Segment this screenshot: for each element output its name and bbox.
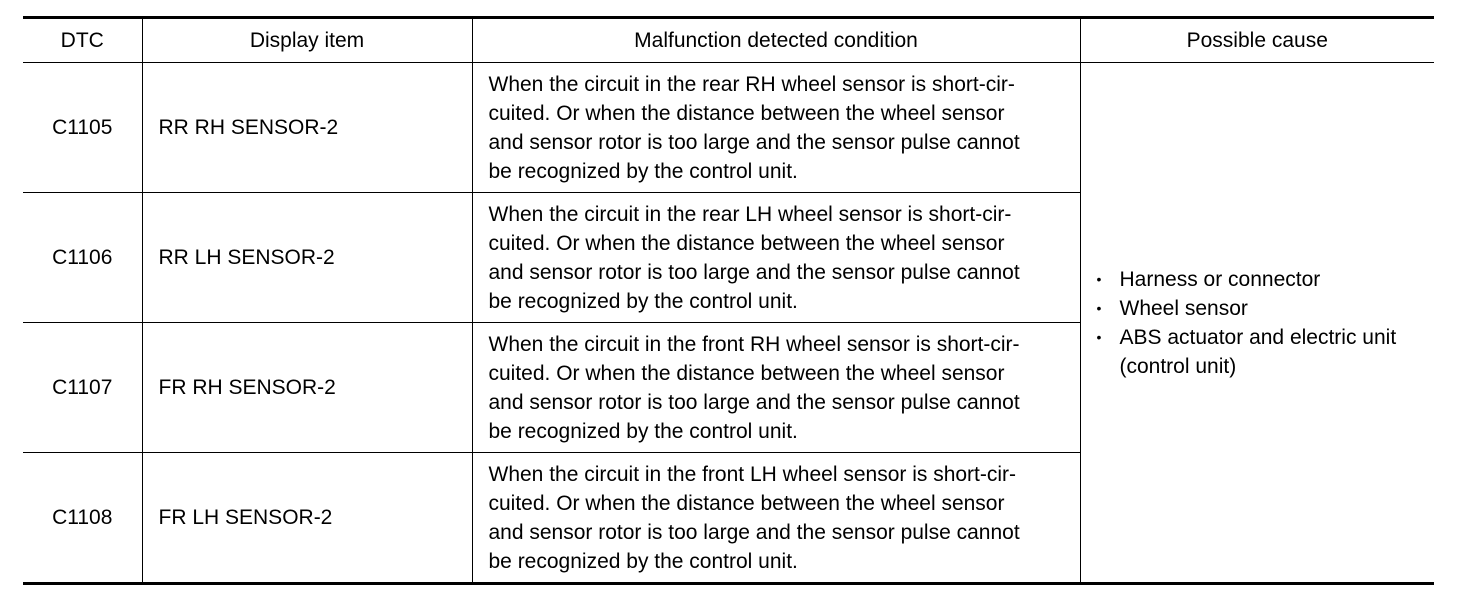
condition-line: When the circuit in the front RH wheel s… bbox=[488, 332, 1020, 356]
condition-line: and sensor rotor is too large and the se… bbox=[488, 260, 1020, 284]
dtc-document: DTC Display item Malfunction detected co… bbox=[23, 16, 1434, 585]
table-row: C1105 RR RH SENSOR-2 When the circuit in… bbox=[23, 62, 1434, 584]
malfunction-condition: When the circuit in the front RH wheel s… bbox=[471, 322, 1080, 453]
dtc-code: C1105 bbox=[23, 62, 143, 193]
condition-line: and sensor rotor is too large and the se… bbox=[488, 520, 1020, 544]
cause-text: Wheel sensor bbox=[1119, 296, 1248, 320]
dtc-code: C1106 bbox=[23, 192, 143, 323]
display-item: RR RH SENSOR-2 bbox=[141, 62, 473, 193]
condition-line: When the circuit in the front LH wheel s… bbox=[488, 462, 1017, 486]
cause-text: ABS actuator and electric unit (control … bbox=[1120, 323, 1397, 381]
cause-text-line: (control unit) bbox=[1119, 354, 1237, 378]
condition-line: be recognized by the control unit. bbox=[488, 159, 798, 183]
condition-line: When the circuit in the rear LH wheel se… bbox=[488, 202, 1012, 226]
header-malfunction-condition: Malfunction detected condition bbox=[471, 17, 1081, 63]
bullet-icon: • bbox=[1096, 270, 1102, 287]
condition-line: cuited. Or when the distance between the… bbox=[488, 101, 1005, 125]
condition-line: and sensor rotor is too large and the se… bbox=[488, 130, 1020, 154]
cause-text-line: ABS actuator and electric unit bbox=[1119, 325, 1397, 349]
header-possible-cause: Possible cause bbox=[1079, 17, 1434, 63]
dtc-table: DTC Display item Malfunction detected co… bbox=[23, 16, 1434, 585]
cause-text: Harness or connector bbox=[1119, 267, 1321, 291]
condition-line: be recognized by the control unit. bbox=[488, 289, 798, 313]
condition-line: cuited. Or when the distance between the… bbox=[488, 491, 1005, 515]
condition-line: be recognized by the control unit. bbox=[488, 419, 798, 443]
condition-line: cuited. Or when the distance between the… bbox=[488, 361, 1005, 385]
bullet-icon: • bbox=[1096, 299, 1102, 316]
header-row: DTC Display item Malfunction detected co… bbox=[23, 17, 1434, 63]
display-item: FR RH SENSOR-2 bbox=[141, 322, 473, 453]
header-dtc: DTC bbox=[23, 17, 143, 63]
possible-cause: • Harness or connector • Wheel sensor • … bbox=[1079, 62, 1435, 584]
possible-cause-list: • Harness or connector • Wheel sensor • … bbox=[1097, 265, 1435, 381]
table-row: C1108 FR LH SENSOR-2 When the circuit in… bbox=[23, 452, 1434, 584]
bullet-icon: • bbox=[1096, 328, 1102, 345]
dtc-code: C1107 bbox=[23, 322, 143, 453]
header-display-item: Display item bbox=[141, 17, 473, 63]
condition-line: be recognized by the control unit. bbox=[488, 549, 798, 573]
list-item: • Wheel sensor bbox=[1097, 294, 1435, 323]
condition-line: cuited. Or when the distance between the… bbox=[488, 231, 1005, 255]
malfunction-condition: When the circuit in the rear LH wheel se… bbox=[471, 192, 1080, 323]
display-item: RR LH SENSOR-2 bbox=[141, 192, 473, 323]
list-item: • Harness or connector bbox=[1097, 265, 1435, 294]
dtc-code: C1108 bbox=[23, 452, 143, 584]
malfunction-condition: When the circuit in the front LH wheel s… bbox=[471, 452, 1080, 584]
condition-line: When the circuit in the rear RH wheel se… bbox=[488, 72, 1015, 96]
list-item: • ABS actuator and electric unit (contro… bbox=[1097, 323, 1435, 381]
malfunction-condition: When the circuit in the rear RH wheel se… bbox=[471, 62, 1081, 193]
table-row: C1107 FR RH SENSOR-2 When the circuit in… bbox=[23, 322, 1434, 453]
table-row: C1106 RR LH SENSOR-2 When the circuit in… bbox=[23, 192, 1434, 323]
condition-line: and sensor rotor is too large and the se… bbox=[488, 390, 1020, 414]
display-item: FR LH SENSOR-2 bbox=[141, 452, 473, 584]
